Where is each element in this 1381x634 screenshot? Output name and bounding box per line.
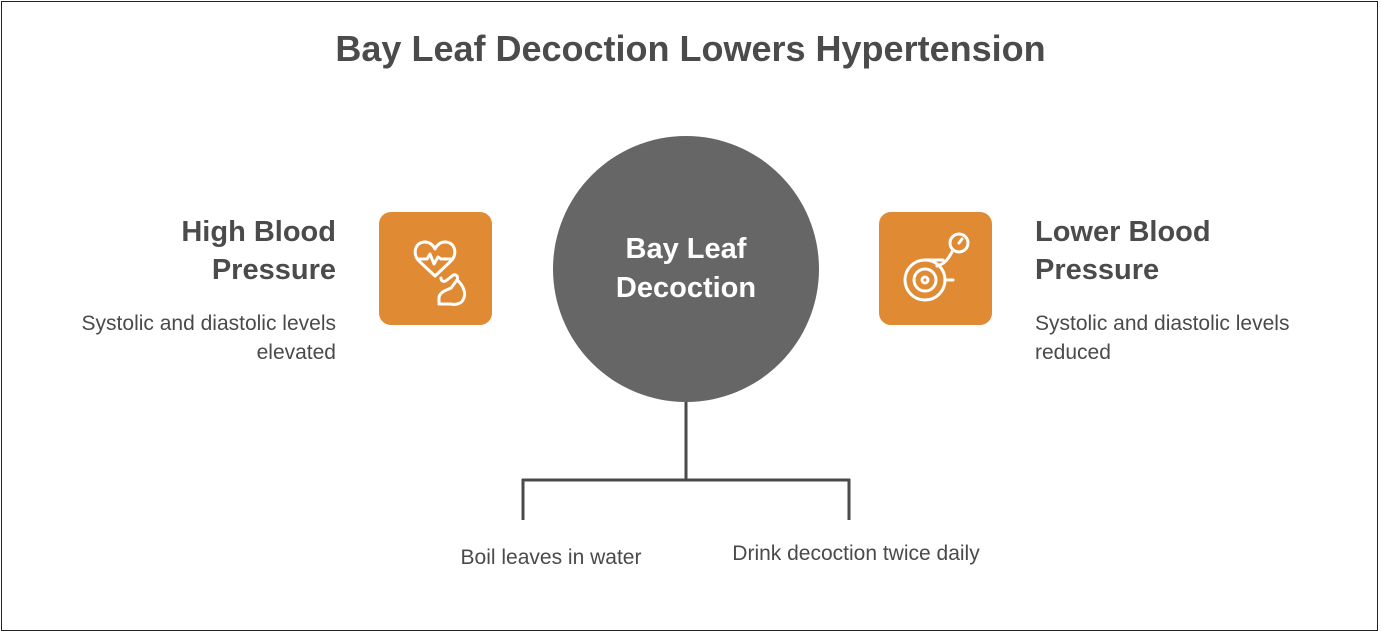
- right-heading: Lower Blood Pressure: [1035, 216, 1211, 286]
- heart-arm-icon: [379, 212, 492, 325]
- left-description: Systolic and diastolic levels elevated: [81, 312, 336, 364]
- diagram-title: Bay Leaf Decoction Lowers Hypertension: [335, 28, 1046, 69]
- center-label: Bay Leaf Decoction: [615, 233, 757, 304]
- left-heading: High Blood Pressure: [181, 216, 336, 286]
- step-boil-leaves: Boil leaves in water: [460, 546, 642, 569]
- step-drink-decoction: Drink decoction twice daily: [732, 542, 980, 565]
- center-node: Bay Leaf Decoction: [553, 136, 819, 402]
- right-description: Systolic and diastolic levels reduced: [1035, 312, 1290, 364]
- blood-pressure-cuff-icon: [879, 212, 992, 325]
